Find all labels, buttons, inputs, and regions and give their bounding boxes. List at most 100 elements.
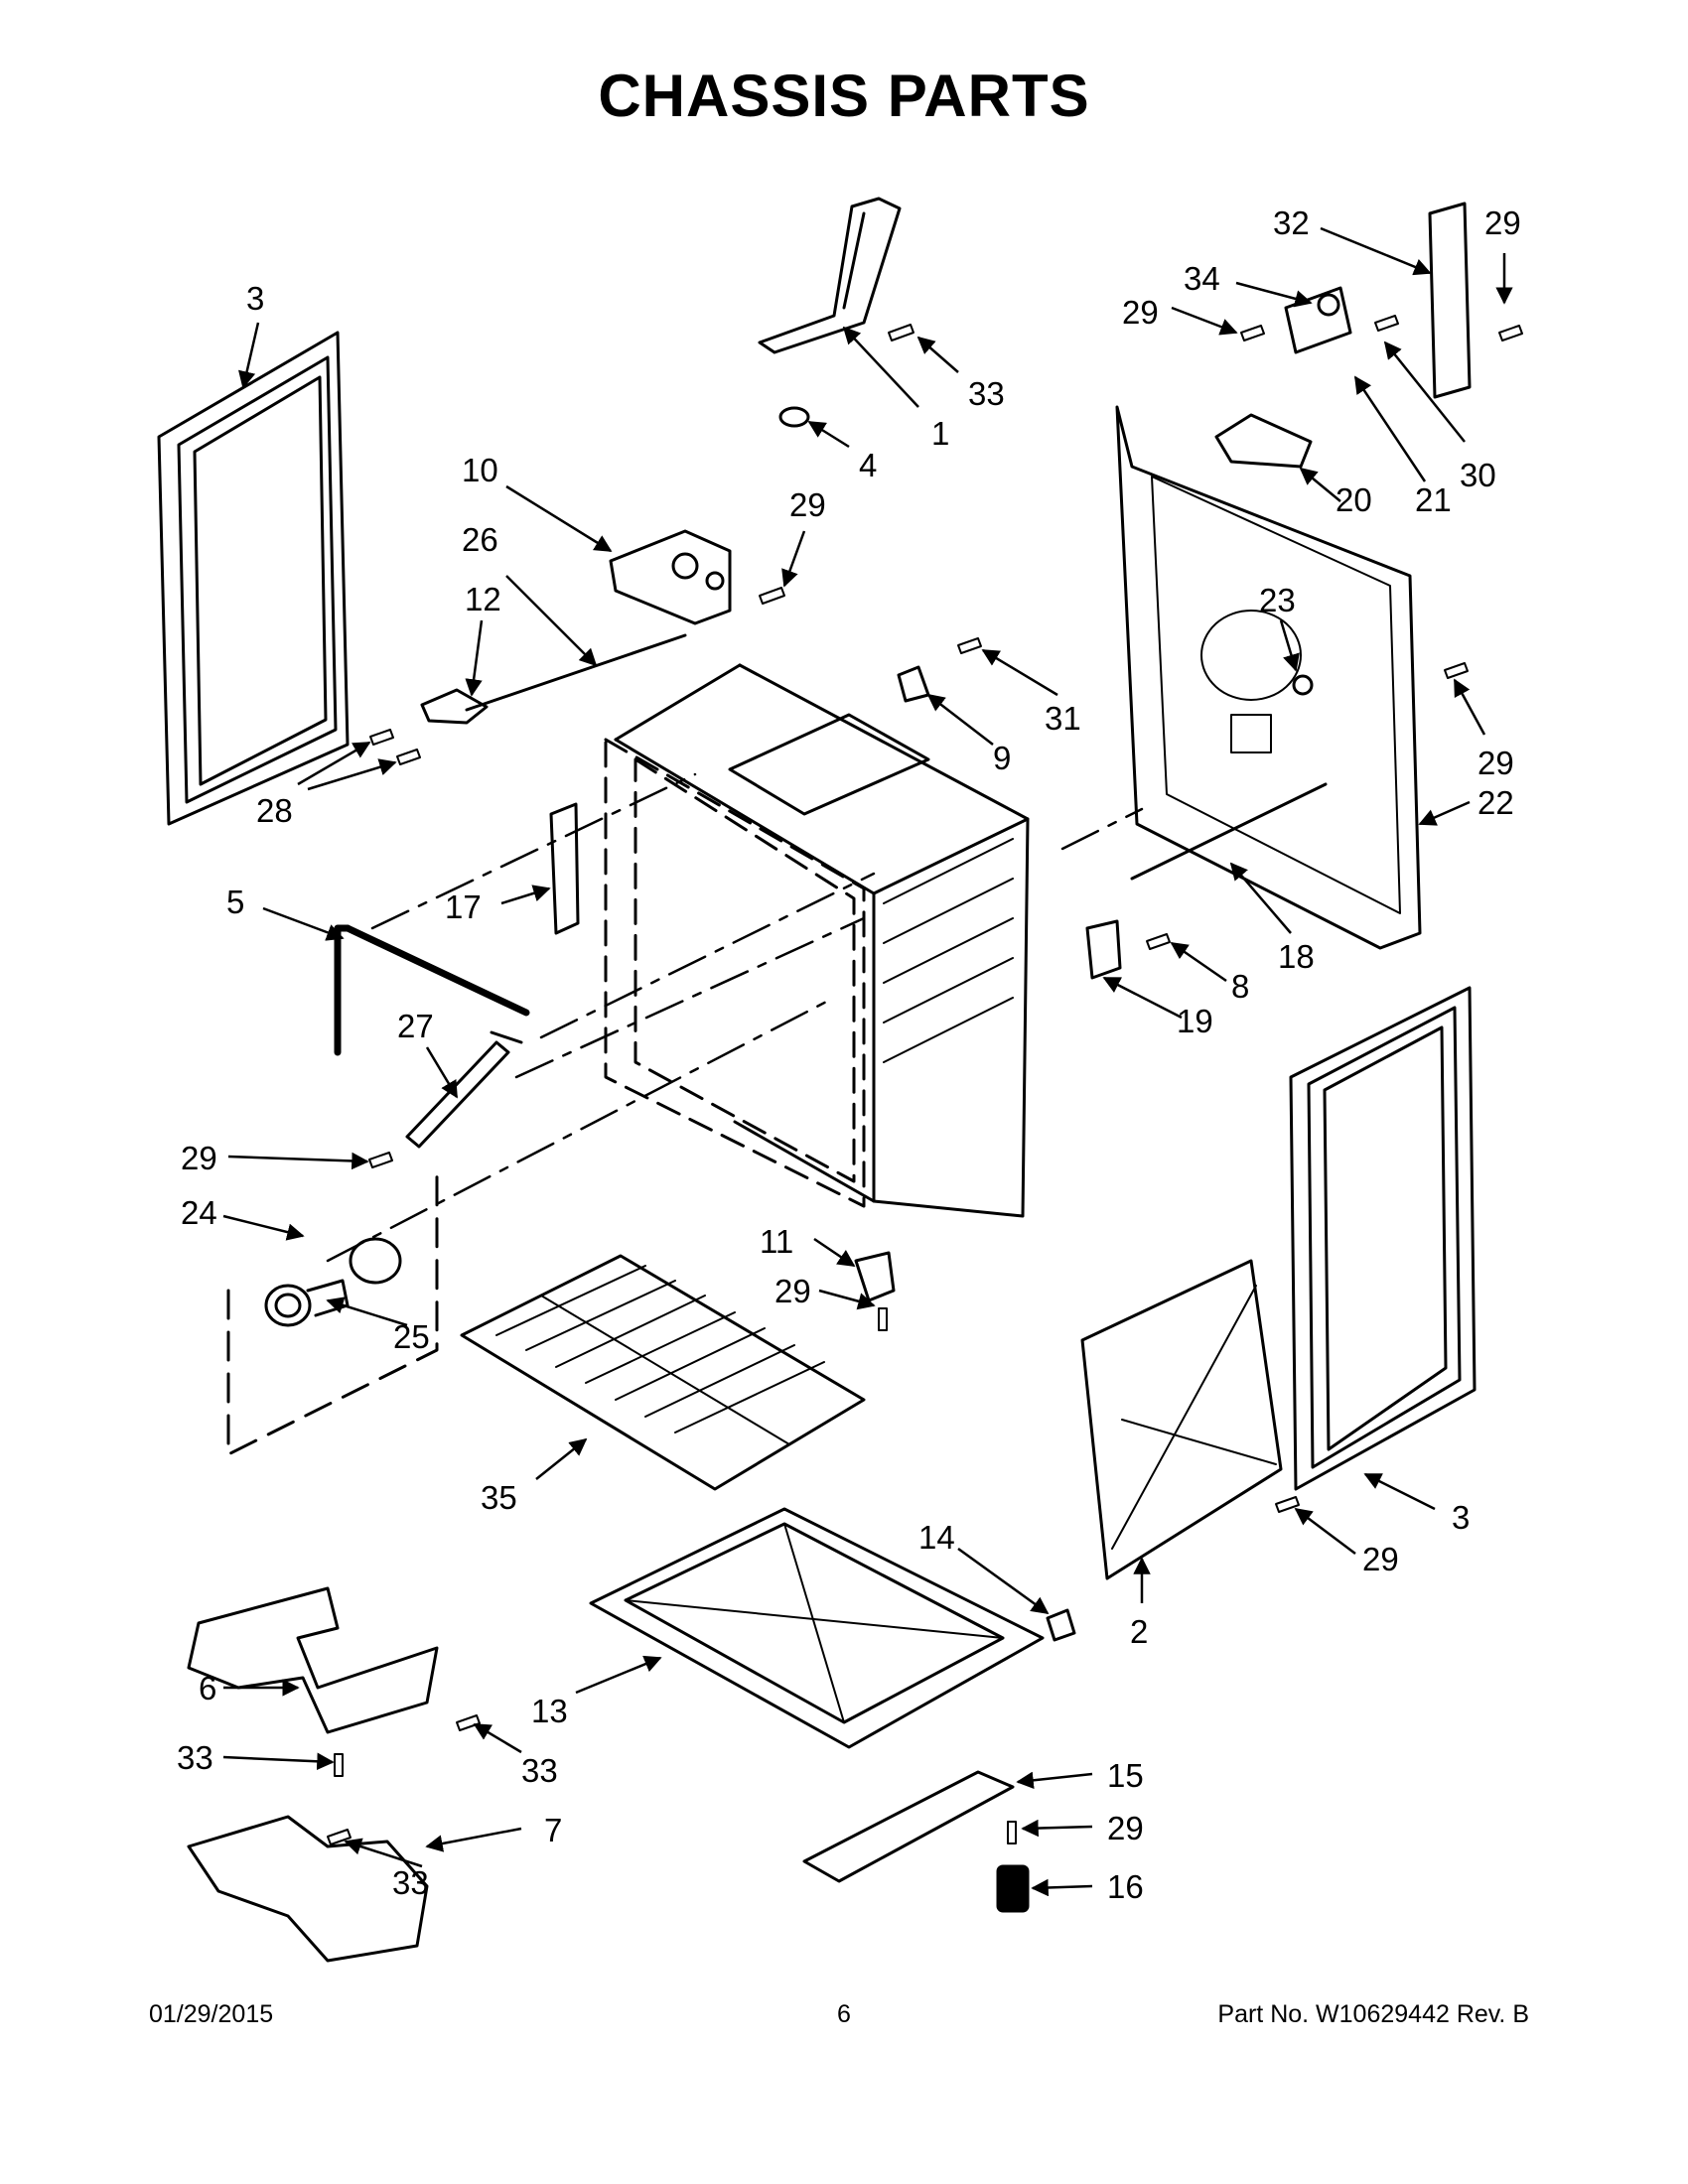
- back-panel: [1115, 405, 1422, 950]
- broil-element: [187, 1586, 439, 1734]
- door-gasket-top: [344, 924, 530, 1017]
- alignment-lines: [326, 772, 1144, 1263]
- callout-29b: 29: [181, 1140, 217, 1176]
- page-title: CHASSIS PARTS: [598, 63, 1090, 129]
- oven-bottom: [589, 1507, 1045, 1749]
- leader-3a: [238, 322, 260, 389]
- callout-12: 12: [465, 581, 501, 617]
- callout-33c: 33: [521, 1752, 558, 1789]
- callout-9: 9: [993, 740, 1011, 776]
- leader-19: [1102, 976, 1183, 1020]
- leveling-leg: [996, 1864, 1030, 1913]
- top-bracket: [758, 197, 902, 354]
- rear-cover-panel: [1080, 1259, 1283, 1580]
- switch-bracket: [420, 688, 489, 725]
- callout-31: 31: [1045, 700, 1081, 737]
- leader-33b: [222, 1752, 335, 1771]
- leader-33a: [916, 336, 959, 373]
- callout-33b: 33: [177, 1739, 213, 1776]
- wire-connector: [1292, 674, 1314, 696]
- leader-29g: [1294, 1507, 1356, 1555]
- callout-4: 4: [859, 447, 877, 483]
- callout-20: 20: [1336, 481, 1372, 518]
- callout-22: 22: [1477, 784, 1514, 821]
- oven-cavity: [614, 663, 1030, 1218]
- leader-21: [1353, 375, 1427, 482]
- footer-page-number: 6: [837, 2000, 851, 2028]
- leveling-rail: [802, 1770, 1015, 1883]
- callout-11: 11: [760, 1223, 793, 1260]
- footer-date: 01/29/2015: [149, 2000, 274, 2028]
- callout-29a: 29: [789, 486, 826, 523]
- leader-34: [1235, 281, 1313, 308]
- callout-10: 10: [462, 452, 498, 488]
- terminal-bracket: [1085, 919, 1122, 980]
- leader-5: [262, 906, 345, 941]
- callout-13: 13: [531, 1693, 568, 1729]
- callout-19: 19: [1177, 1003, 1213, 1039]
- leader-29f: [1453, 678, 1486, 736]
- callout-29c: 29: [774, 1273, 811, 1309]
- callout-24: 24: [181, 1194, 217, 1231]
- door-switch: [854, 1251, 896, 1302]
- leader-25: [326, 1297, 408, 1327]
- callout-1: 1: [931, 415, 949, 452]
- screws: [327, 315, 1523, 1845]
- bake-element: [187, 1815, 429, 1963]
- leader-27: [425, 1046, 459, 1099]
- leader-32: [1320, 226, 1432, 276]
- switch-rod: [465, 633, 687, 712]
- oven-bracket: [549, 802, 580, 935]
- leader-15: [1016, 1771, 1093, 1790]
- leader-35: [535, 1437, 588, 1480]
- leader-28b: [307, 758, 397, 791]
- leader-11: [813, 1237, 856, 1268]
- leader-8: [1170, 941, 1227, 983]
- leader-29a: [781, 530, 806, 588]
- back-bracket: [1428, 202, 1472, 399]
- leader-24: [222, 1214, 305, 1241]
- side-panel-left: [157, 331, 350, 826]
- grommet: [778, 406, 810, 428]
- door-gasket: [334, 924, 352, 1056]
- leader-9: [926, 693, 994, 746]
- oven-front-dashed: [604, 738, 866, 1208]
- ground-wire: [1130, 782, 1328, 881]
- leader-20: [1299, 467, 1341, 502]
- callout-28: 28: [256, 792, 293, 829]
- callout-23: 23: [1259, 582, 1296, 618]
- callout-35: 35: [481, 1479, 517, 1516]
- callout-17: 17: [445, 888, 482, 925]
- leader-22: [1418, 800, 1471, 826]
- leader-7: [425, 1827, 522, 1852]
- leader-3b: [1363, 1472, 1436, 1511]
- leader-29c: [818, 1289, 876, 1310]
- callout-8: 8: [1231, 968, 1249, 1005]
- probe-connector: [405, 1030, 523, 1149]
- callout-32: 32: [1273, 205, 1310, 241]
- leader-23: [1279, 619, 1300, 672]
- terminal-block-bracket: [1214, 413, 1313, 469]
- leader-29b: [227, 1152, 369, 1170]
- leader-33c: [473, 1722, 522, 1754]
- bottom-clip: [1046, 1608, 1076, 1642]
- callout-27: 27: [397, 1008, 434, 1044]
- terminal-nut: [1317, 293, 1340, 317]
- leader-14: [957, 1547, 1050, 1615]
- callout-33d: 33: [392, 1864, 429, 1901]
- side-panel-right: [1289, 986, 1477, 1491]
- leader-13: [575, 1655, 662, 1695]
- leader-29d: [1171, 306, 1238, 336]
- oven-rack: [460, 1254, 866, 1491]
- callout-18: 18: [1278, 938, 1315, 975]
- callout-15: 15: [1107, 1757, 1144, 1794]
- footer-part-number: Part No. W10629442 Rev. B: [1217, 2000, 1529, 2028]
- callout-26: 26: [462, 521, 498, 558]
- callout-2: 2: [1130, 1613, 1148, 1650]
- leader-18: [1229, 862, 1292, 934]
- leader-1: [842, 326, 919, 408]
- callout-6: 6: [199, 1670, 216, 1706]
- leader-12: [465, 619, 484, 697]
- leader-29h: [1021, 1819, 1093, 1838]
- callout-33a: 33: [968, 375, 1005, 412]
